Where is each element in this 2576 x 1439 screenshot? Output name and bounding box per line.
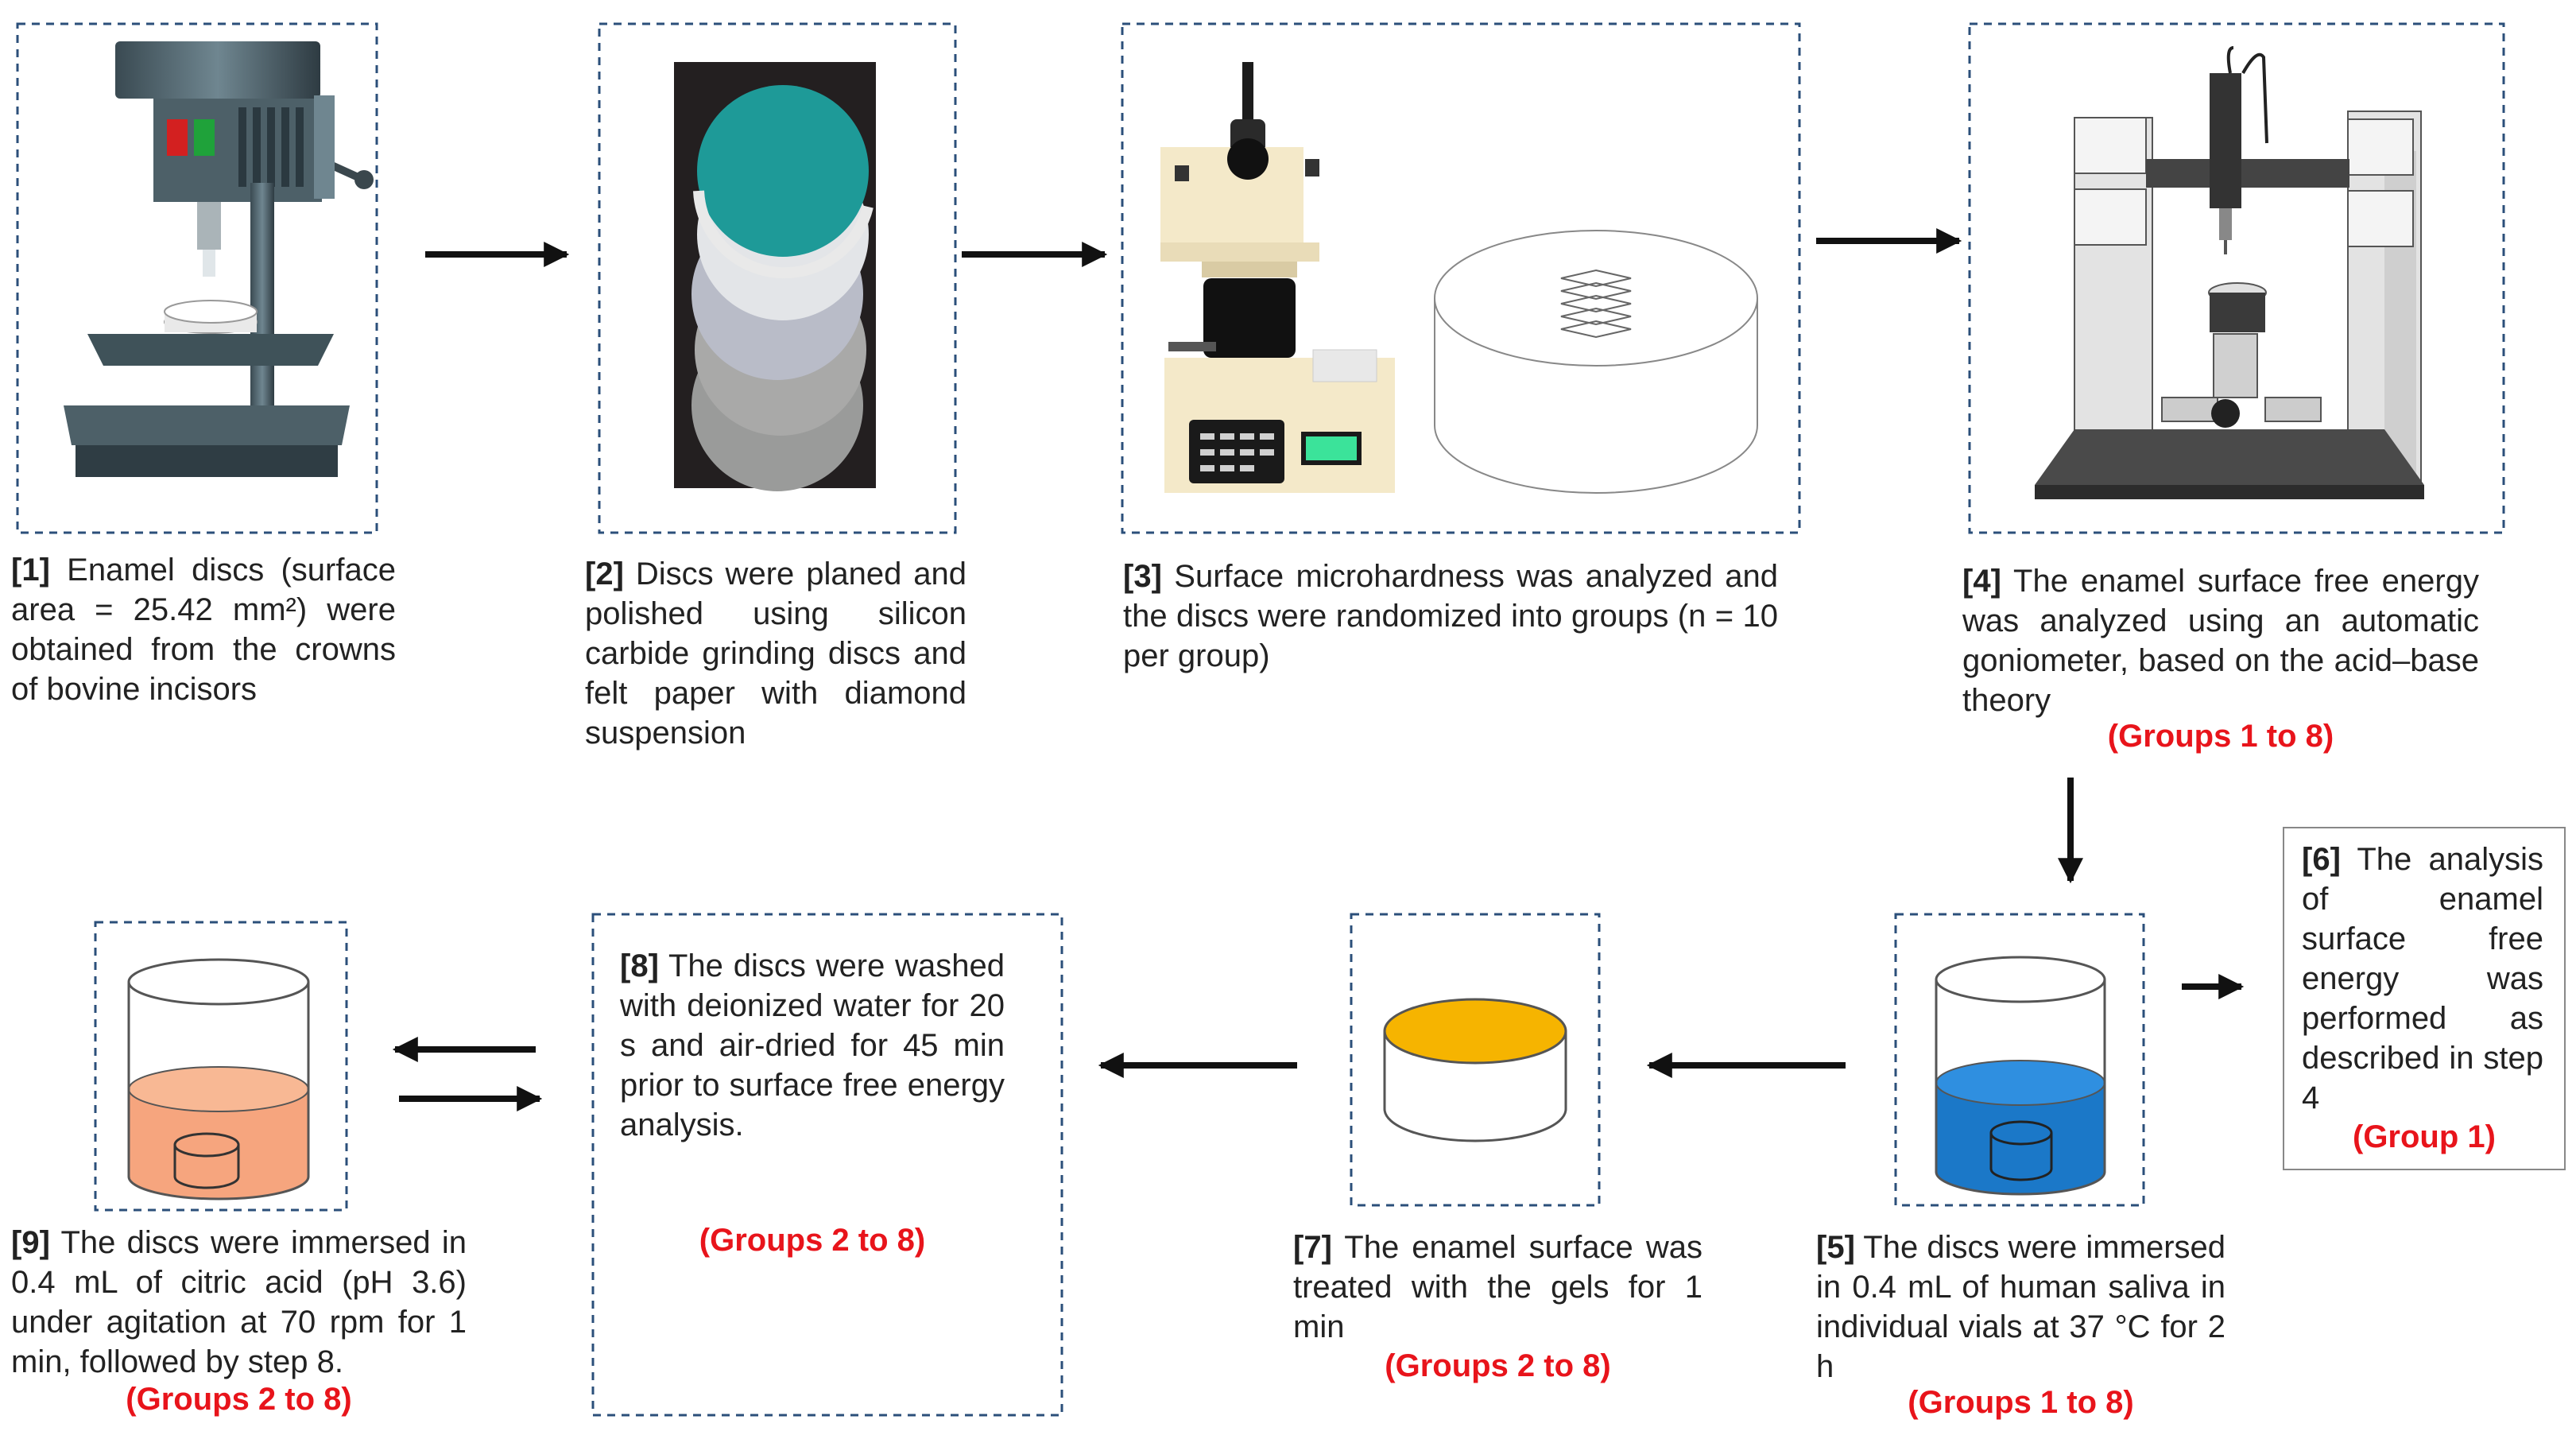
- step8-description: The discs were washed with deionized wat…: [620, 948, 1005, 1142]
- step5-frame: [1894, 913, 2145, 1207]
- step2-frame: [598, 22, 957, 534]
- step9-description: The discs were immersed in 0.4 mL of cit…: [11, 1225, 467, 1379]
- step3-description: Surface microhardness was analyzed and t…: [1123, 559, 1778, 673]
- step3-text: [3] Surface microhardness was analyzed a…: [1123, 557, 1778, 676]
- step5-number: [5]: [1816, 1230, 1855, 1265]
- microhardness-tester-icon: [1160, 62, 1395, 493]
- step9-groups: (Groups 2 to 8): [126, 1382, 352, 1417]
- acid-beaker-icon: [127, 958, 310, 1200]
- step2-text: [2] Discs were planed and polished using…: [585, 554, 966, 753]
- step6-text: [6] The analysis of enamel surface free …: [2302, 840, 2543, 1118]
- indented-disc-icon: [1434, 230, 1758, 494]
- gel-disc-icon: [1383, 998, 1567, 1142]
- step3-number: [3]: [1123, 559, 1162, 594]
- drill-press-icon: [64, 41, 374, 477]
- step5-text: [5] The discs were immersed in 0.4 mL of…: [1816, 1228, 2225, 1387]
- step1-description: Enamel discs (surface area = 25.42 mm²) …: [11, 553, 396, 707]
- step5-groups: (Groups 1 to 8): [1908, 1385, 2134, 1420]
- step8-groups: (Groups 2 to 8): [699, 1223, 926, 1258]
- saliva-beaker-icon: [1935, 956, 2106, 1196]
- step7-groups: (Groups 2 to 8): [1385, 1348, 1611, 1383]
- step6-number: [6]: [2302, 842, 2341, 877]
- step6-description: The analysis of enamel surface free ener…: [2302, 842, 2543, 1115]
- step1-number: [1]: [11, 553, 50, 588]
- step2-description: Discs were planed and polished using sil…: [585, 557, 966, 751]
- step9-text: [9] The discs were immersed in 0.4 mL of…: [11, 1223, 467, 1382]
- step7-number: [7]: [1293, 1230, 1332, 1265]
- step4-number: [4]: [1962, 564, 2001, 599]
- goniometer-icon: [2035, 46, 2424, 499]
- step5-description: The discs were immersed in 0.4 mL of hum…: [1816, 1230, 2226, 1384]
- grinding-discs-icon: [674, 62, 876, 491]
- step4-groups: (Groups 1 to 8): [2107, 719, 2334, 754]
- step6-groups: (Group 1): [2353, 1119, 2496, 1154]
- step9-frame: [94, 921, 348, 1212]
- step8-number: [8]: [620, 948, 659, 983]
- step1-frame: [16, 22, 378, 534]
- step4-frame: [1968, 22, 2505, 534]
- step9-number: [9]: [11, 1225, 50, 1260]
- step1-text: [1] Enamel discs (surface area = 25.42 m…: [11, 550, 396, 709]
- step8-text: [8] The discs were washed with deionized…: [620, 946, 1005, 1145]
- step7-description: The enamel surface was treated with the …: [1293, 1230, 1703, 1344]
- step8-frame: [591, 913, 1063, 1417]
- step3-frame: [1121, 22, 1801, 534]
- step4-text: [4] The enamel surface free energy was a…: [1962, 561, 2479, 720]
- step6-box: [2283, 827, 2566, 1170]
- step7-text: [7] The enamel surface was treated with …: [1293, 1228, 1702, 1347]
- step7-frame: [1350, 913, 1601, 1207]
- step2-number: [2]: [585, 557, 624, 592]
- step4-description: The enamel surface free energy was analy…: [1962, 564, 2479, 718]
